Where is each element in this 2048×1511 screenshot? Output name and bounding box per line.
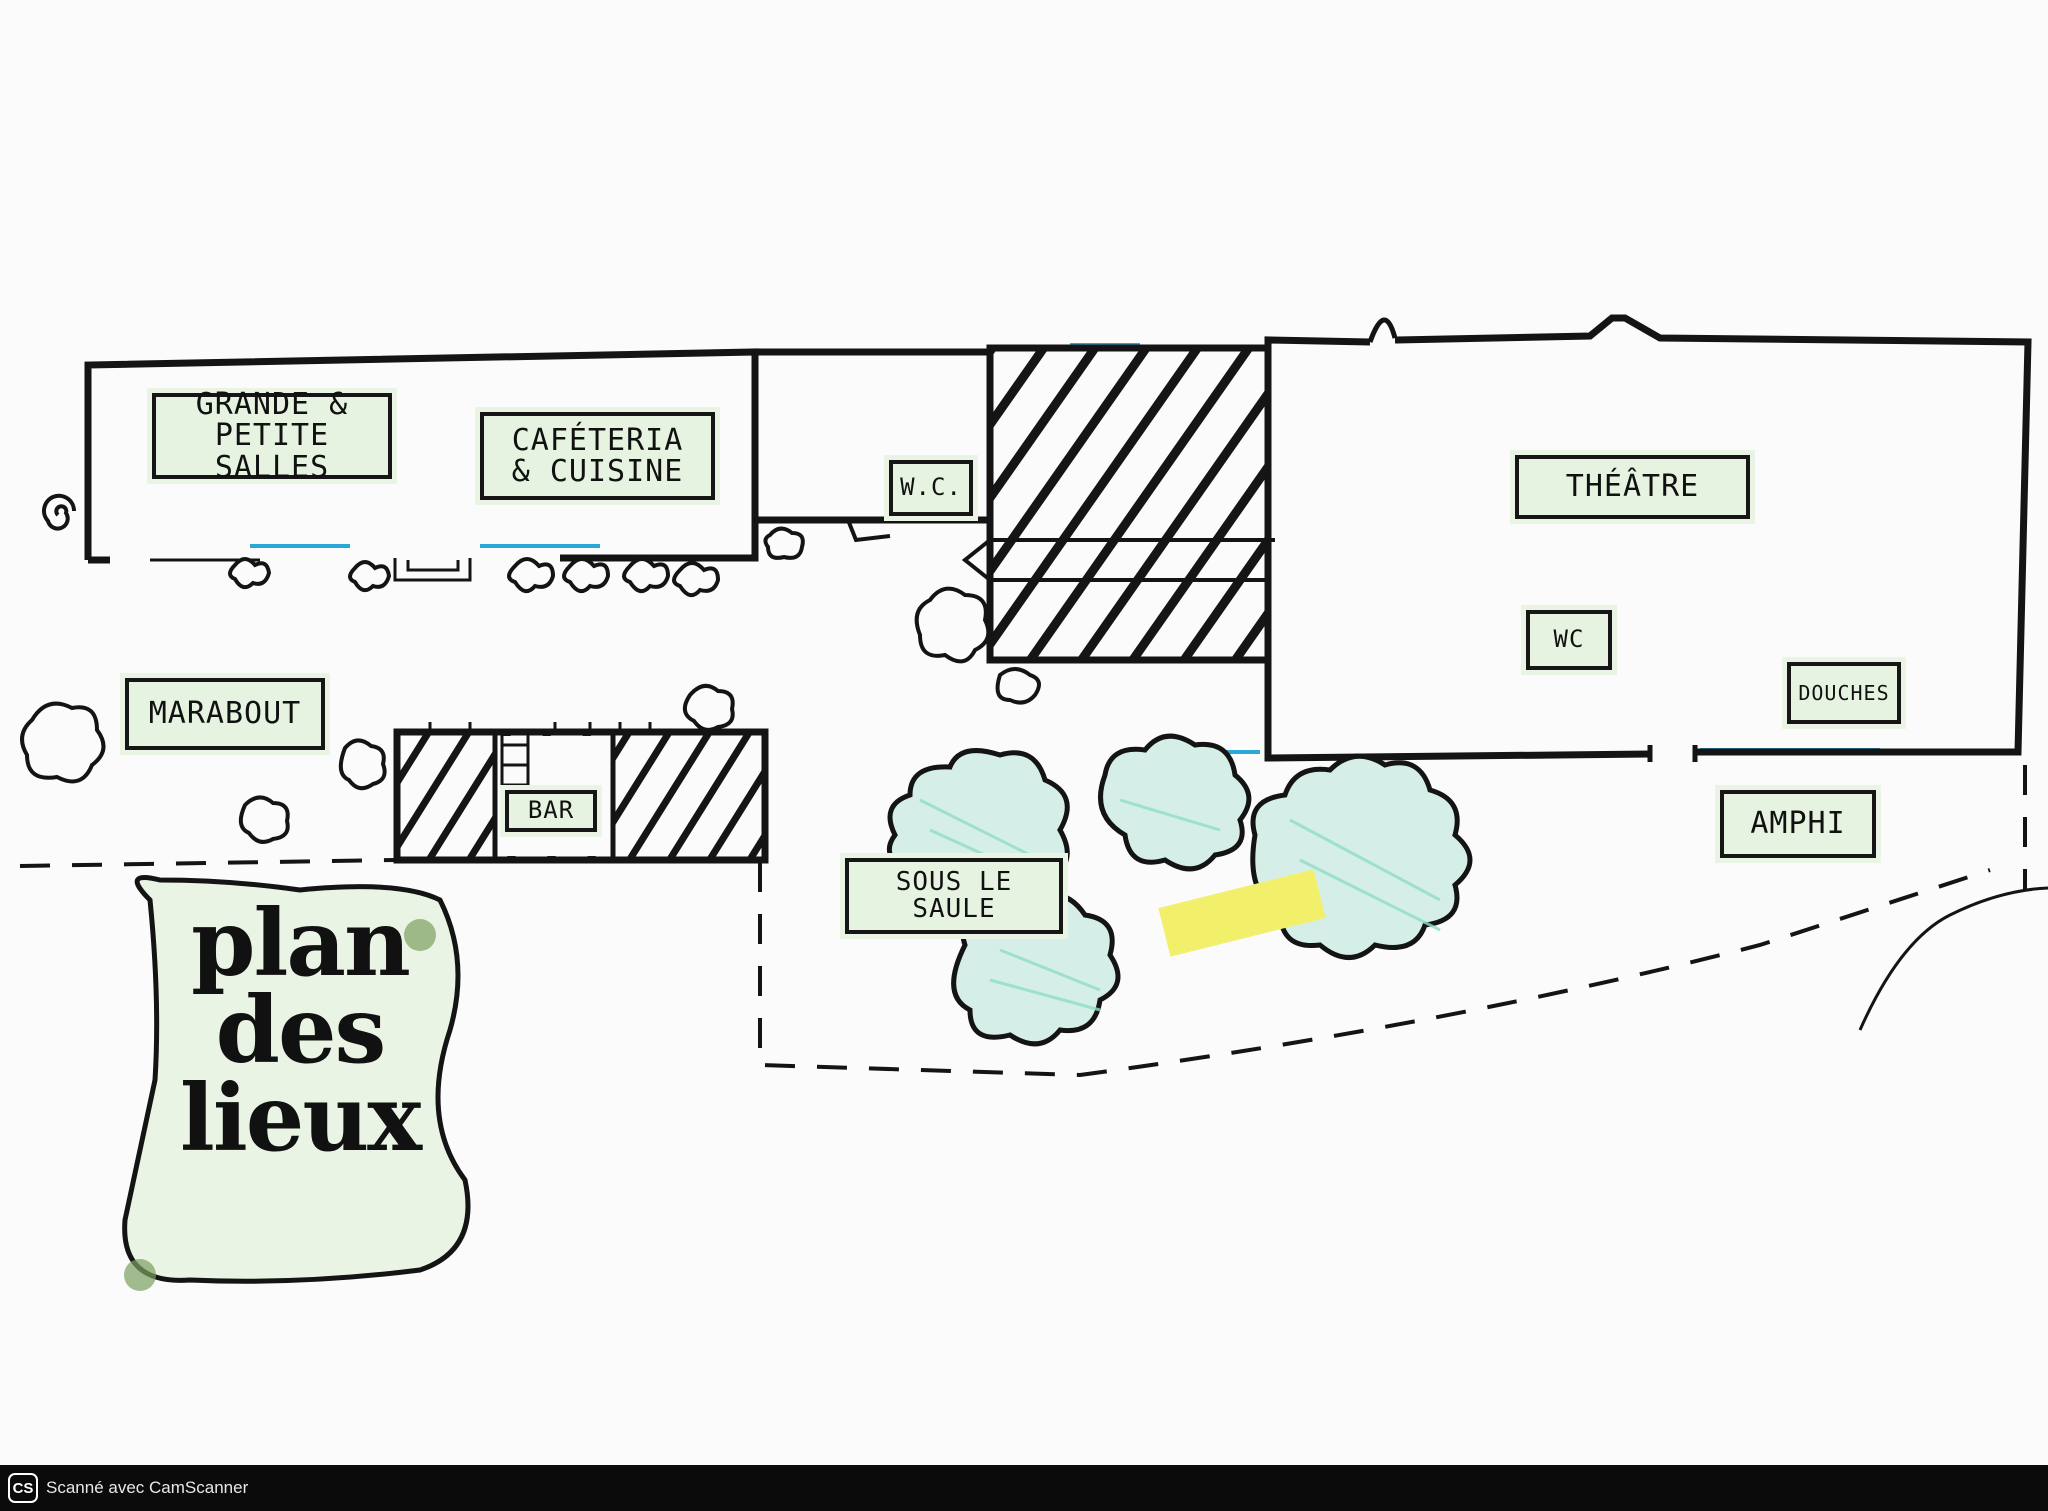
label-sous-le-saule: SOUS LE SAULE [845, 858, 1063, 934]
spiral-icon [42, 493, 77, 531]
tape-mark [404, 919, 436, 951]
footer-text: Scanné avec CamScanner [46, 1478, 249, 1497]
hatched-block [961, 344, 1275, 664]
tree-scribbles [919, 798, 1441, 1012]
label-douches: DOUCHES [1787, 662, 1901, 724]
label-wc-main: W.C. [889, 460, 973, 516]
slope-line [1858, 886, 2048, 1031]
bushes [20, 526, 1041, 844]
label-bar: BAR [505, 790, 597, 832]
label-cafeteria: CAFÉTERIA & CUISINE [480, 412, 715, 500]
label-amphi: AMPHI [1720, 790, 1876, 858]
west-building [84, 348, 990, 582]
title-blob [122, 875, 471, 1284]
label-marabout: MARABOUT [125, 678, 325, 750]
label-theatre: THÉÂTRE [1515, 455, 1750, 519]
bar-building [393, 722, 769, 864]
site-boundary [19, 765, 2027, 1078]
map-title: plan des lieux [179, 889, 422, 1172]
theatre-building [1264, 314, 2032, 762]
camscanner-logo: CS [8, 1473, 38, 1503]
label-grande-salles: GRANDE & PETITE SALLES [152, 389, 392, 483]
label-wc-theatre: WC [1526, 610, 1612, 670]
tape-mark [124, 1259, 156, 1291]
scanner-footer: CS Scanné avec CamScanner [0, 1465, 2048, 1511]
